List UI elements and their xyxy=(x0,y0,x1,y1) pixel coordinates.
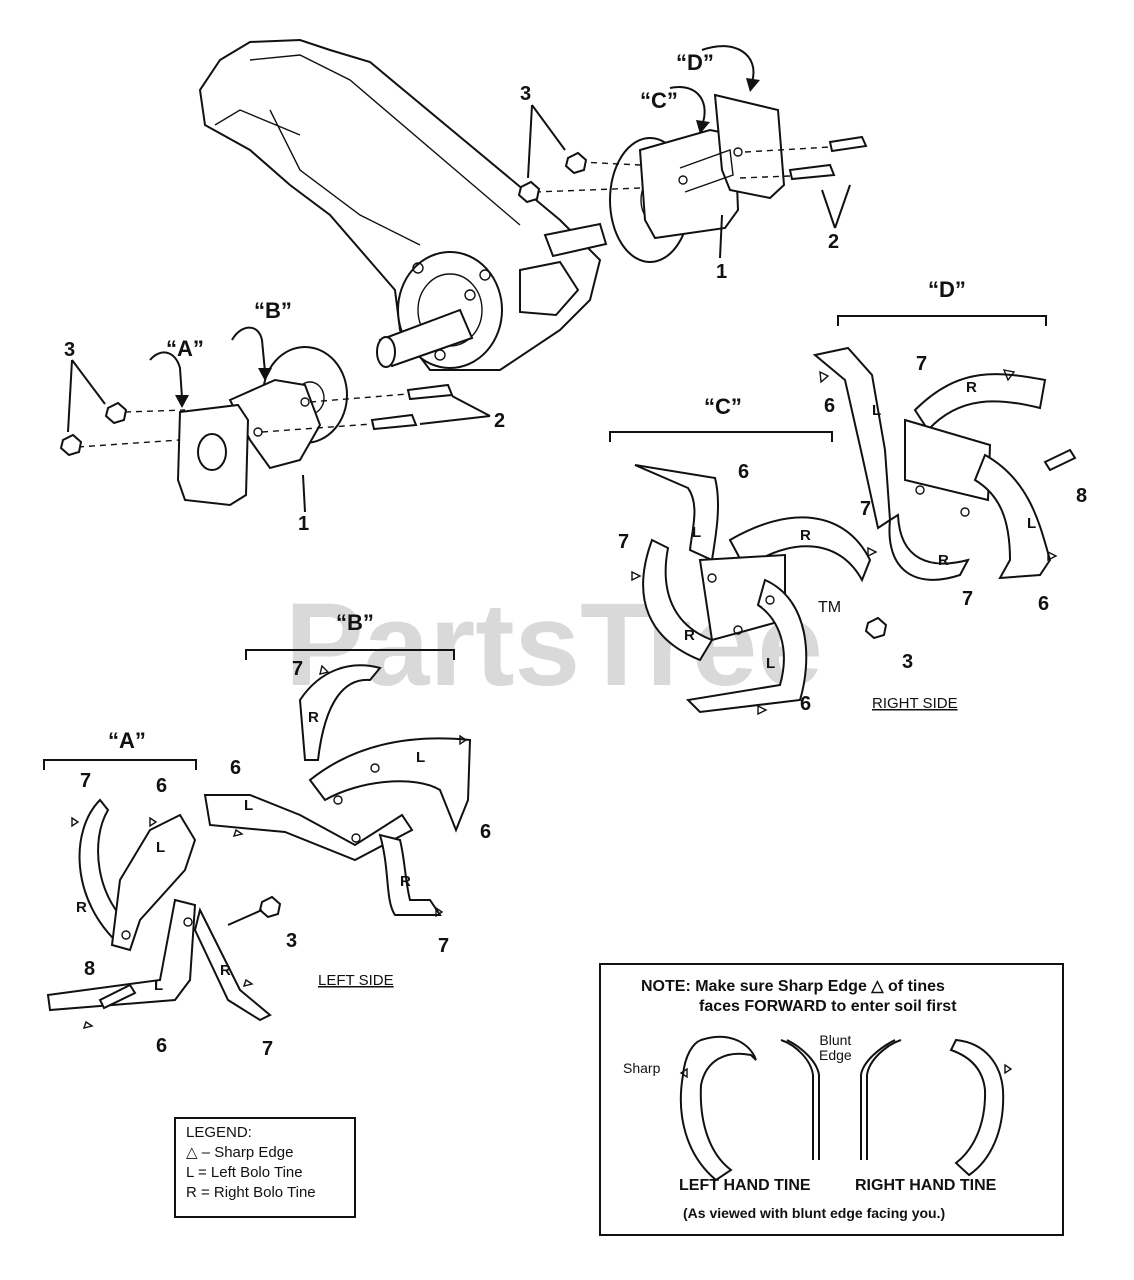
a-tine-l: L xyxy=(156,839,165,856)
group-label-a: “A” xyxy=(108,728,146,753)
c-callout-7-right: 7 xyxy=(860,498,871,520)
legend-right-bolo: R = Right Bolo Tine xyxy=(186,1184,316,1201)
d-callout-7-lower: 7 xyxy=(962,588,973,610)
a-tine-r2: R xyxy=(220,962,231,979)
sharp-label: Sharp xyxy=(623,1060,661,1076)
callout-2-left: 2 xyxy=(494,410,505,432)
note-line-1: NOTE: Make sure Sharp Edge △ of tines xyxy=(641,978,945,995)
group-label-b: “B” xyxy=(336,610,374,635)
callout-1-left: 1 xyxy=(298,513,309,535)
callout-2-right: 2 xyxy=(828,231,839,253)
a-callout-8: 8 xyxy=(84,958,95,980)
hub-plate-c xyxy=(638,128,740,240)
right-hub-assembly xyxy=(517,45,868,263)
nut-right-side xyxy=(864,616,888,640)
hub-label-d: “D” xyxy=(676,50,714,75)
hub-leader-lines xyxy=(67,104,851,513)
blunt-edge-label: Blunt Edge xyxy=(819,1033,852,1063)
c-tine-r2: R xyxy=(684,627,695,644)
nut-right-upper xyxy=(564,151,588,175)
b-tine-l2: L xyxy=(244,797,253,814)
left-side-label: LEFT SIDE xyxy=(318,972,394,989)
left-hub-assembly xyxy=(59,326,454,507)
left-hand-tine-figure xyxy=(679,1035,757,1182)
a-callout-3: 3 xyxy=(286,930,297,952)
right-side-callout-3: 3 xyxy=(902,651,913,673)
nut-right-lower xyxy=(517,180,541,204)
nut-left-upper xyxy=(104,401,128,425)
hub-label-c: “C” xyxy=(640,88,678,113)
legend-left-bolo: L = Left Bolo Tine xyxy=(186,1164,303,1181)
a-callout-6-top: 6 xyxy=(156,775,167,797)
note-box: NOTE: Make sure Sharp Edge △ of tines fa… xyxy=(599,963,1064,1236)
right-side-label: RIGHT SIDE xyxy=(872,695,958,712)
right-hand-tine-caption: RIGHT HAND TINE xyxy=(855,1177,997,1194)
b-callout-6-left: 6 xyxy=(230,757,241,779)
legend-sharp-edge: △ – Sharp Edge xyxy=(186,1144,294,1161)
right-blunt-edge-figure xyxy=(860,1039,902,1160)
d-callout-8: 8 xyxy=(1076,485,1087,507)
d-callout-6-lower: 6 xyxy=(1038,593,1049,615)
note-line-2: faces FORWARD to enter soil first xyxy=(699,998,957,1015)
a-callout-6-bottom: 6 xyxy=(156,1035,167,1057)
watermark-tm: TM xyxy=(818,599,841,616)
hub-label-b: “B” xyxy=(254,298,292,323)
nut-left-lower xyxy=(59,433,83,457)
blunt-label-line-1: Blunt xyxy=(819,1032,852,1048)
bolt-right-upper xyxy=(828,135,868,153)
c-tine-l: L xyxy=(692,524,701,541)
hub-plate-b xyxy=(228,378,322,470)
callout-3-right: 3 xyxy=(520,83,531,105)
d-callout-7: 7 xyxy=(916,353,927,375)
right-hand-tine-figure xyxy=(949,1038,1005,1177)
bolt-left-upper xyxy=(406,383,454,401)
transmission-housing xyxy=(198,38,608,371)
tine-group-a xyxy=(43,759,282,1022)
d-callout-6-left: 6 xyxy=(824,395,835,417)
legend-title: LEGEND: xyxy=(186,1124,252,1141)
d-tine-l2: L xyxy=(1027,515,1036,532)
legend-box: LEGEND: △ – Sharp Edge L = Left Bolo Tin… xyxy=(174,1117,356,1218)
tine-group-d xyxy=(812,315,1077,581)
a-callout-7-top: 7 xyxy=(80,770,91,792)
c-tine-l2: L xyxy=(766,655,775,672)
b-tine-r: R xyxy=(308,709,319,726)
callout-3-left: 3 xyxy=(64,339,75,361)
bolt-right-lower xyxy=(788,163,836,181)
tine-group-b xyxy=(203,649,472,916)
hub-label-a: “A” xyxy=(166,336,204,361)
c-tine-r: R xyxy=(800,527,811,544)
left-blunt-edge-figure xyxy=(780,1039,820,1160)
group-label-d: “D” xyxy=(928,277,966,302)
b-tine-r2: R xyxy=(400,873,411,890)
tine-orientation-diagram xyxy=(679,1035,1013,1182)
viewing-note-caption: (As viewed with blunt edge facing you.) xyxy=(683,1205,946,1221)
c-callout-6-lower: 6 xyxy=(800,693,811,715)
b-tine-l: L xyxy=(416,749,425,766)
c-callout-6: 6 xyxy=(738,461,749,483)
nut-left-side xyxy=(258,895,282,919)
left-hand-tine-caption: LEFT HAND TINE xyxy=(679,1177,811,1194)
a-tine-r: R xyxy=(76,899,87,916)
c-callout-7-left: 7 xyxy=(618,531,629,553)
sharp-edge-markers xyxy=(71,369,1058,1029)
d-tine-r: R xyxy=(966,379,977,396)
blunt-label-line-2: Edge xyxy=(819,1047,852,1063)
a-callout-7-bottom: 7 xyxy=(262,1038,273,1060)
a-tine-l2: L xyxy=(154,977,163,994)
bolt-left-lower xyxy=(370,413,418,431)
gearcase-cover xyxy=(519,260,580,317)
group-label-c: “C” xyxy=(704,394,742,419)
tine-group-c xyxy=(609,431,872,714)
b-callout-7-top: 7 xyxy=(292,658,303,680)
callout-1-right: 1 xyxy=(716,261,727,283)
d-tine-r2: R xyxy=(938,552,949,569)
right-axle-shaft xyxy=(543,222,608,258)
d-tine-l: L xyxy=(872,402,881,419)
b-callout-6-right: 6 xyxy=(480,821,491,843)
b-callout-7-bottom: 7 xyxy=(438,935,449,957)
note-text: NOTE: Make sure Sharp Edge △ of tines fa… xyxy=(641,977,957,1017)
